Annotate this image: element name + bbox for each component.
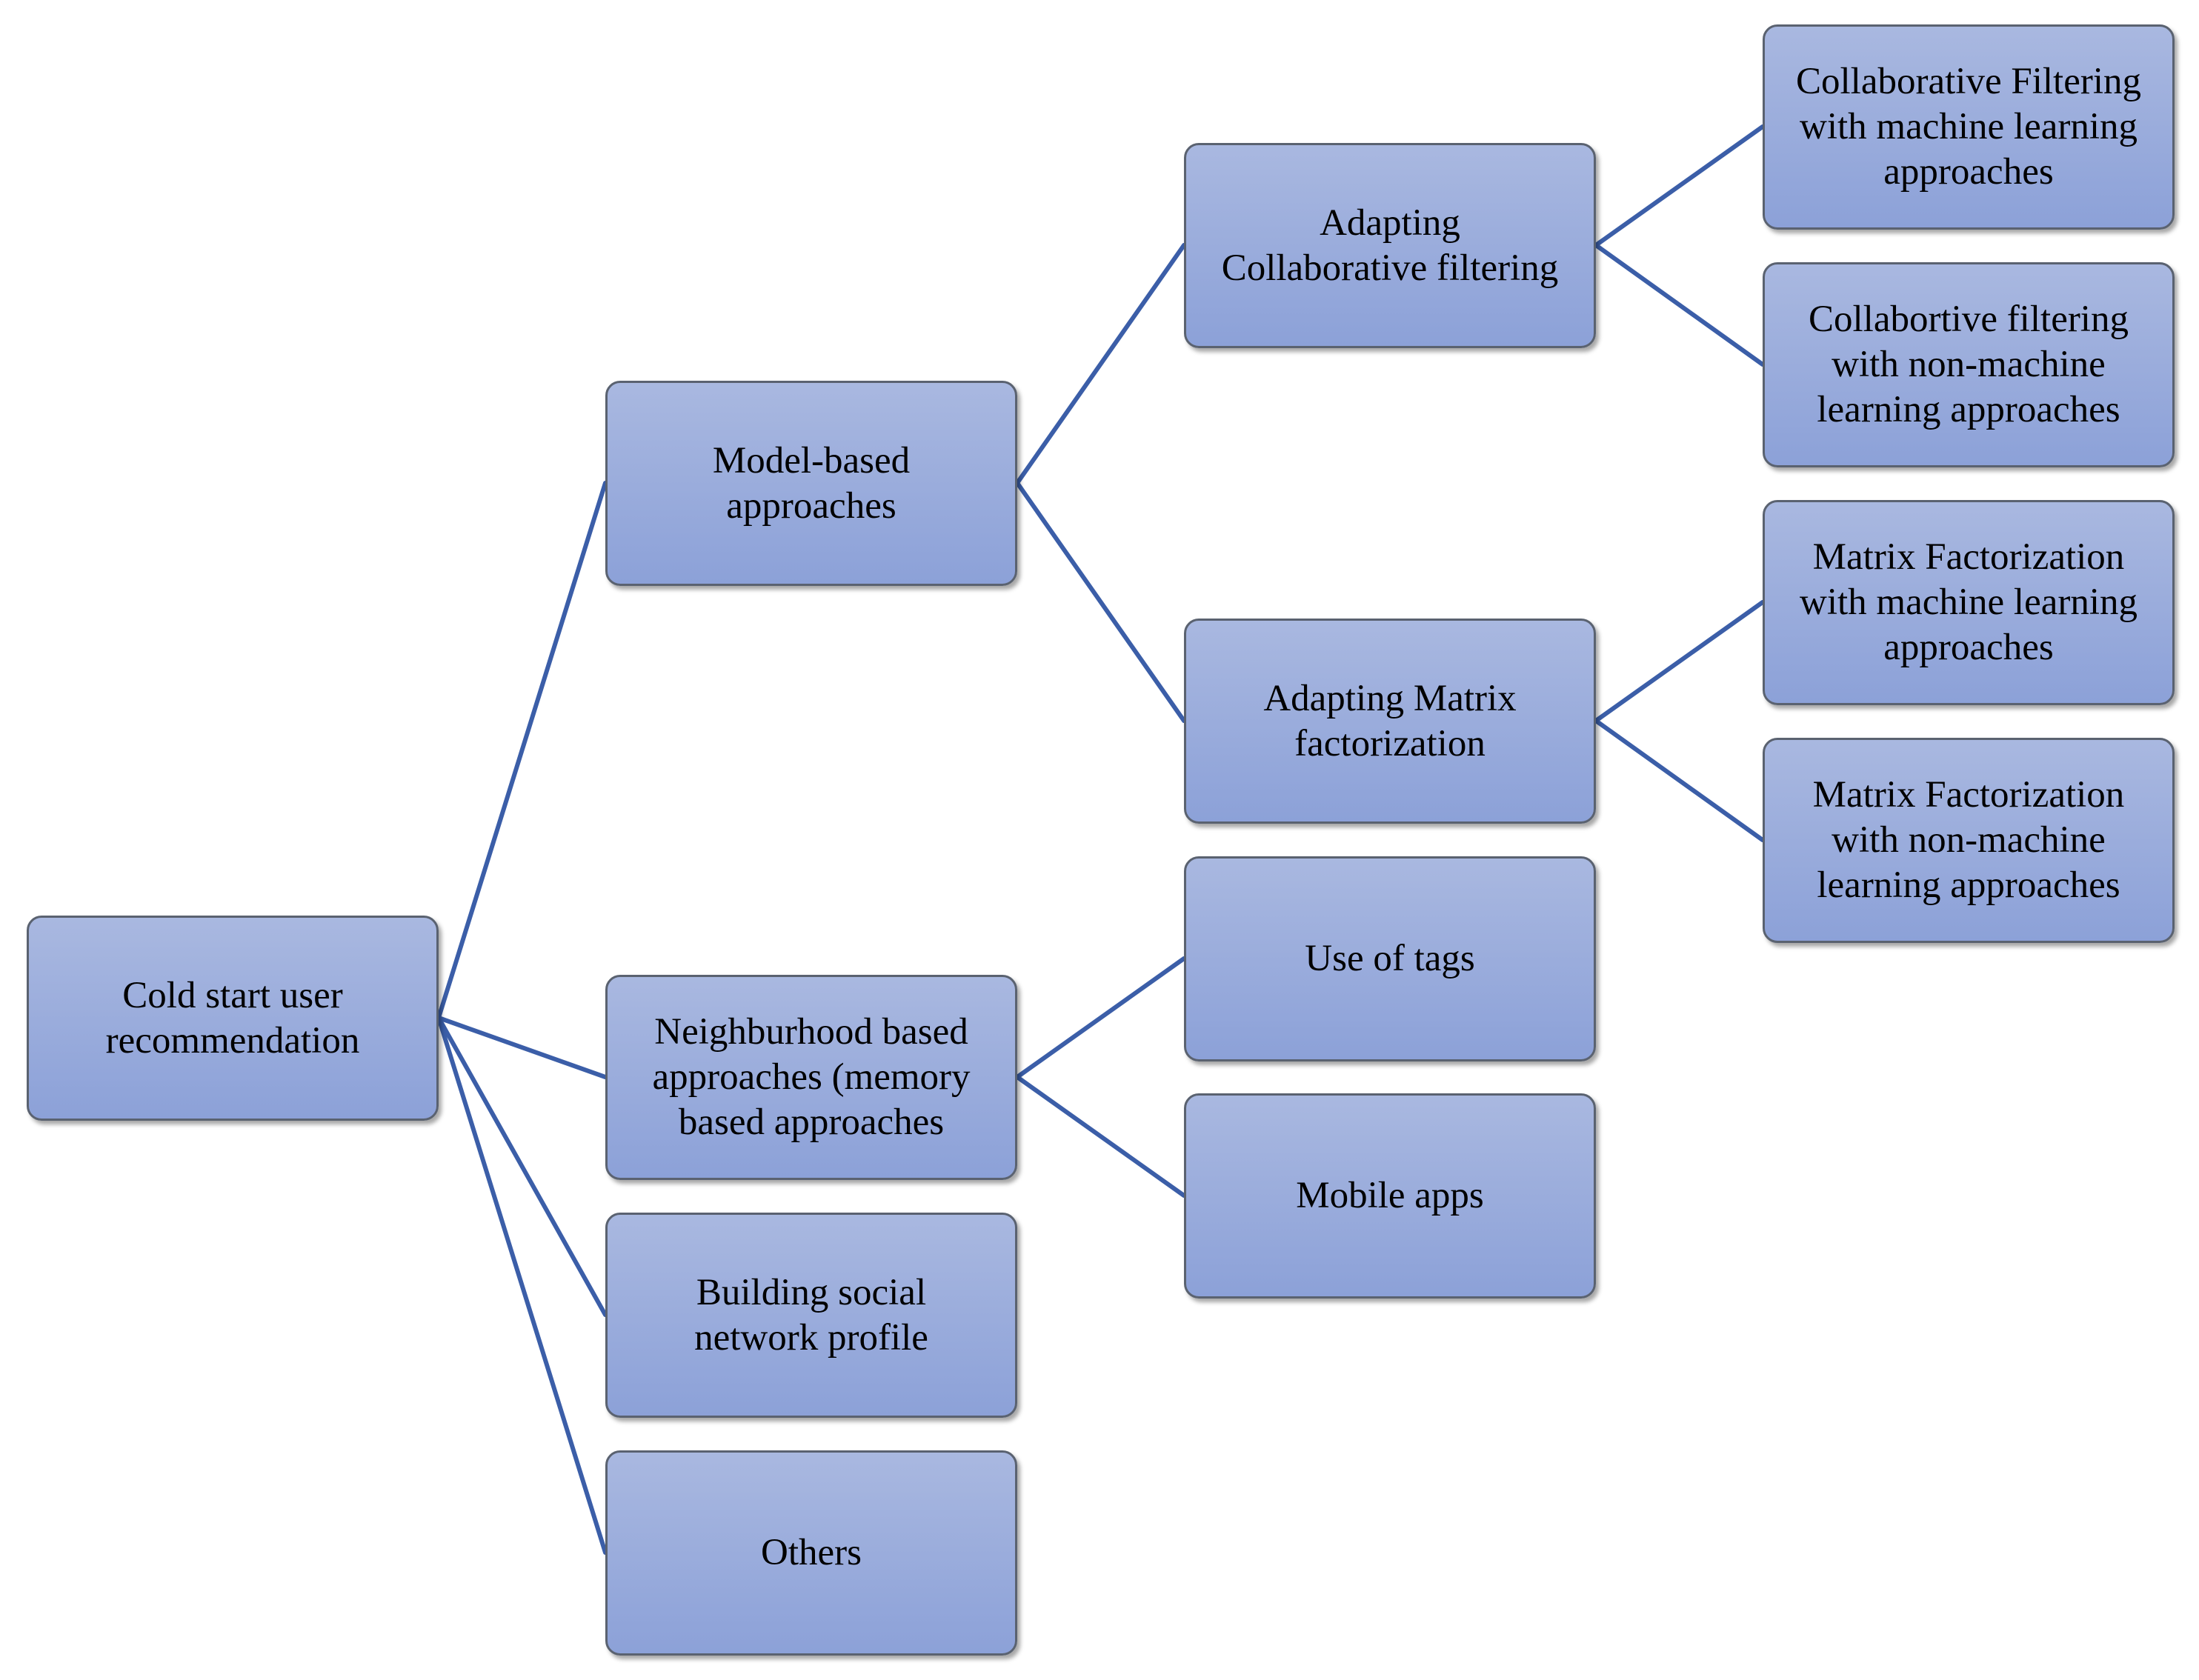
node-building-social-network-profile: Building social network profile — [605, 1213, 1017, 1418]
edge-root-social — [436, 1016, 608, 1317]
node-label: Neighburhood based approaches (memory ba… — [652, 1011, 971, 1143]
node-label: Cold start user recommendation — [105, 974, 360, 1061]
edge-adapting-mf-mf-nonml — [1594, 719, 1765, 842]
edge-model-adapting-cf — [1015, 243, 1186, 485]
node-adapting-matrix-factorization: Adapting Matrix factorization — [1184, 619, 1596, 824]
edge-neighborhood-mobile — [1015, 1075, 1186, 1198]
node-label: Mobile apps — [1296, 1175, 1484, 1216]
node-mf-machine-learning: Matrix Factorization with machine learni… — [1763, 500, 2175, 705]
node-others: Others — [605, 1450, 1017, 1656]
node-label: Building social network profile — [694, 1271, 928, 1359]
node-label: Adapting Matrix factorization — [1263, 677, 1517, 764]
node-label: Collabortive filtering with non-machine … — [1809, 299, 2129, 430]
node-mf-non-machine-learning: Matrix Factorization with non-machine le… — [1763, 738, 2175, 943]
edge-adapting-cf-cf-nonml — [1594, 243, 1765, 367]
node-label: Others — [761, 1532, 862, 1573]
node-adapting-collaborative-filtering: Adapting Collaborative filtering — [1184, 143, 1596, 348]
node-model-based-approaches: Model-based approaches — [605, 381, 1017, 586]
edge-neighborhood-tags — [1015, 956, 1186, 1079]
node-label: Matrix Factorization with non-machine le… — [1812, 774, 2125, 906]
node-cold-start-user-recommendation: Cold start user recommendation — [27, 916, 439, 1121]
node-neighborhood-based-approaches: Neighburhood based approaches (memory ba… — [605, 975, 1017, 1180]
edge-root-neighborhood — [436, 1016, 608, 1079]
node-label: Model-based approaches — [712, 439, 911, 527]
node-cf-non-machine-learning: Collabortive filtering with non-machine … — [1763, 262, 2175, 467]
edge-adapting-cf-cf-ml — [1594, 124, 1765, 247]
node-label: Collaborative Filtering with machine lea… — [1796, 61, 2141, 193]
edge-root-others — [436, 1016, 608, 1555]
node-label: Adapting Collaborative filtering — [1221, 201, 1559, 289]
node-label: Matrix Factorization with machine learni… — [1799, 536, 2138, 668]
node-label: Use of tags — [1305, 938, 1475, 979]
edge-root-model — [436, 481, 608, 1020]
edge-model-adapting-mf — [1015, 481, 1186, 723]
node-use-of-tags: Use of tags — [1184, 856, 1596, 1061]
node-cf-machine-learning: Collaborative Filtering with machine lea… — [1763, 24, 2175, 230]
edge-adapting-mf-mf-ml — [1594, 600, 1765, 723]
node-mobile-apps: Mobile apps — [1184, 1093, 1596, 1299]
